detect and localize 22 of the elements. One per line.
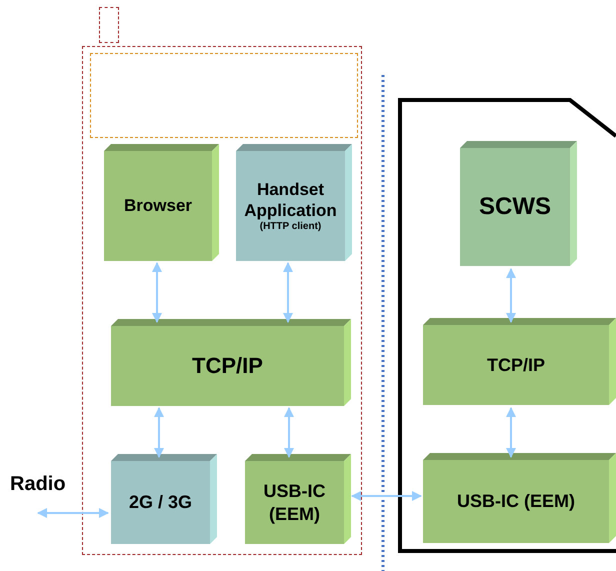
dashed-box [90,53,358,138]
double-arrow [351,491,422,501]
block-label: SCWS [479,192,551,222]
block-label: USB-IC (EEM) [457,490,575,513]
dashed-box [99,7,119,43]
radio-label: Radio [10,474,74,500]
double-arrow [283,262,293,323]
block-label: Handset Application [243,178,338,221]
block-label: Browser [124,195,192,217]
block-label: USB-IC (EEM) [262,480,326,525]
block-label: TCP/IP [486,354,545,376]
double-arrow [506,407,516,458]
card-outline [398,98,616,553]
handset-boundary [82,46,362,555]
double-arrow [154,407,164,458]
block-label: TCP/IP [192,352,263,380]
block-sublabel: (HTTP client) [260,221,322,234]
block-label: 2G / 3G [128,491,192,514]
double-arrow [506,268,516,323]
double-arrow [284,407,294,458]
double-arrow [37,508,109,518]
double-arrow [152,262,162,323]
